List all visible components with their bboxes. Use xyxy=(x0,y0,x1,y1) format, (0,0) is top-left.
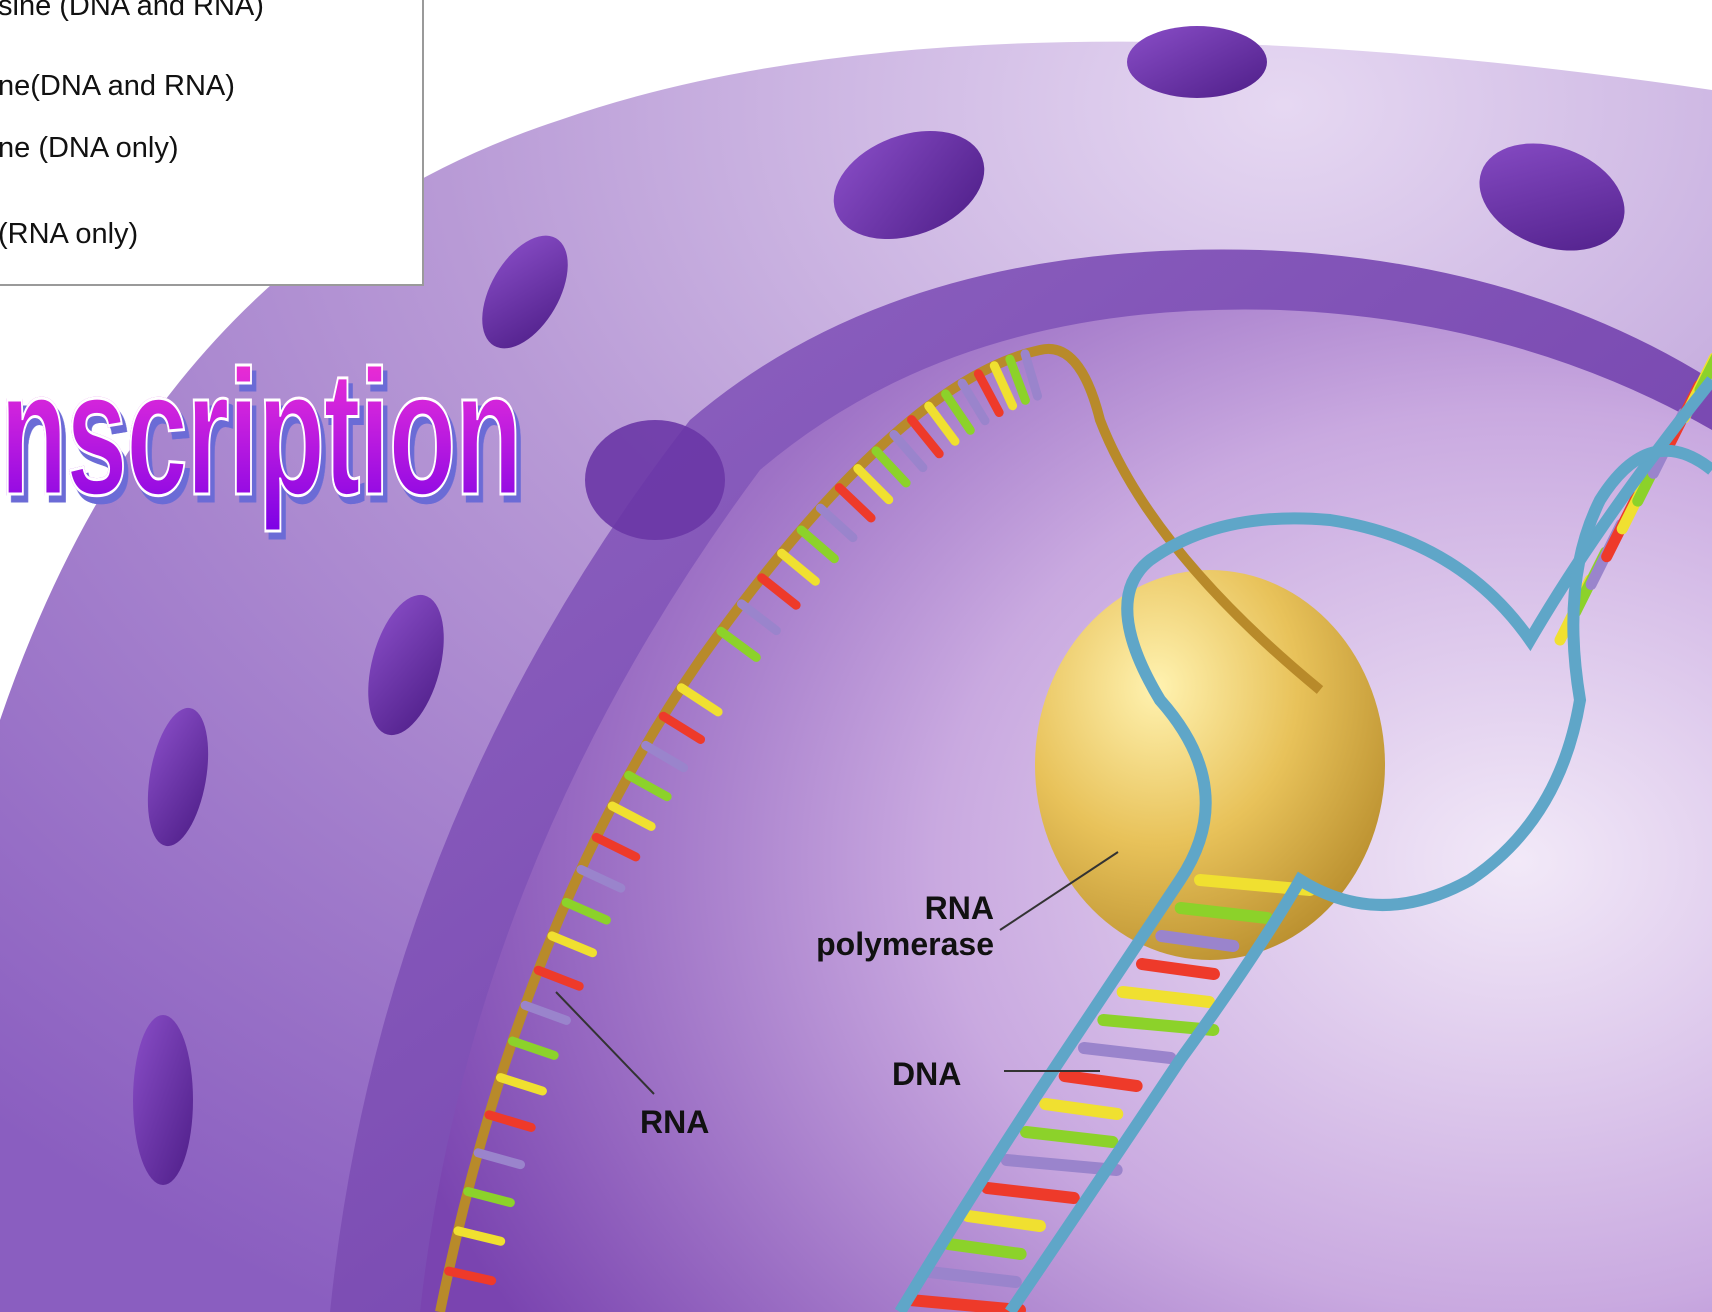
legend-line-2: ne(DNA and RNA) xyxy=(0,70,235,103)
dna-label: DNA xyxy=(892,1056,961,1092)
rna-polymerase-label-line2: polymerase xyxy=(800,926,994,962)
envelope-ridge xyxy=(585,420,725,540)
legend-line-3: ne (DNA only) xyxy=(0,132,179,165)
rna-polymerase-label-line1: RNA xyxy=(800,890,994,926)
legend-line-4: (RNA only) xyxy=(0,218,138,251)
nuclear-pore xyxy=(1127,26,1267,98)
rna-label: RNA xyxy=(640,1104,709,1140)
slide-title: nscription xyxy=(0,330,521,535)
nuclear-pore xyxy=(133,1015,193,1185)
legend-line-1: sine (DNA and RNA) xyxy=(0,0,264,23)
rna-polymerase-label: RNA polymerase xyxy=(800,890,994,962)
legend-box: sine (DNA and RNA) ne(DNA and RNA) ne (D… xyxy=(0,0,424,286)
